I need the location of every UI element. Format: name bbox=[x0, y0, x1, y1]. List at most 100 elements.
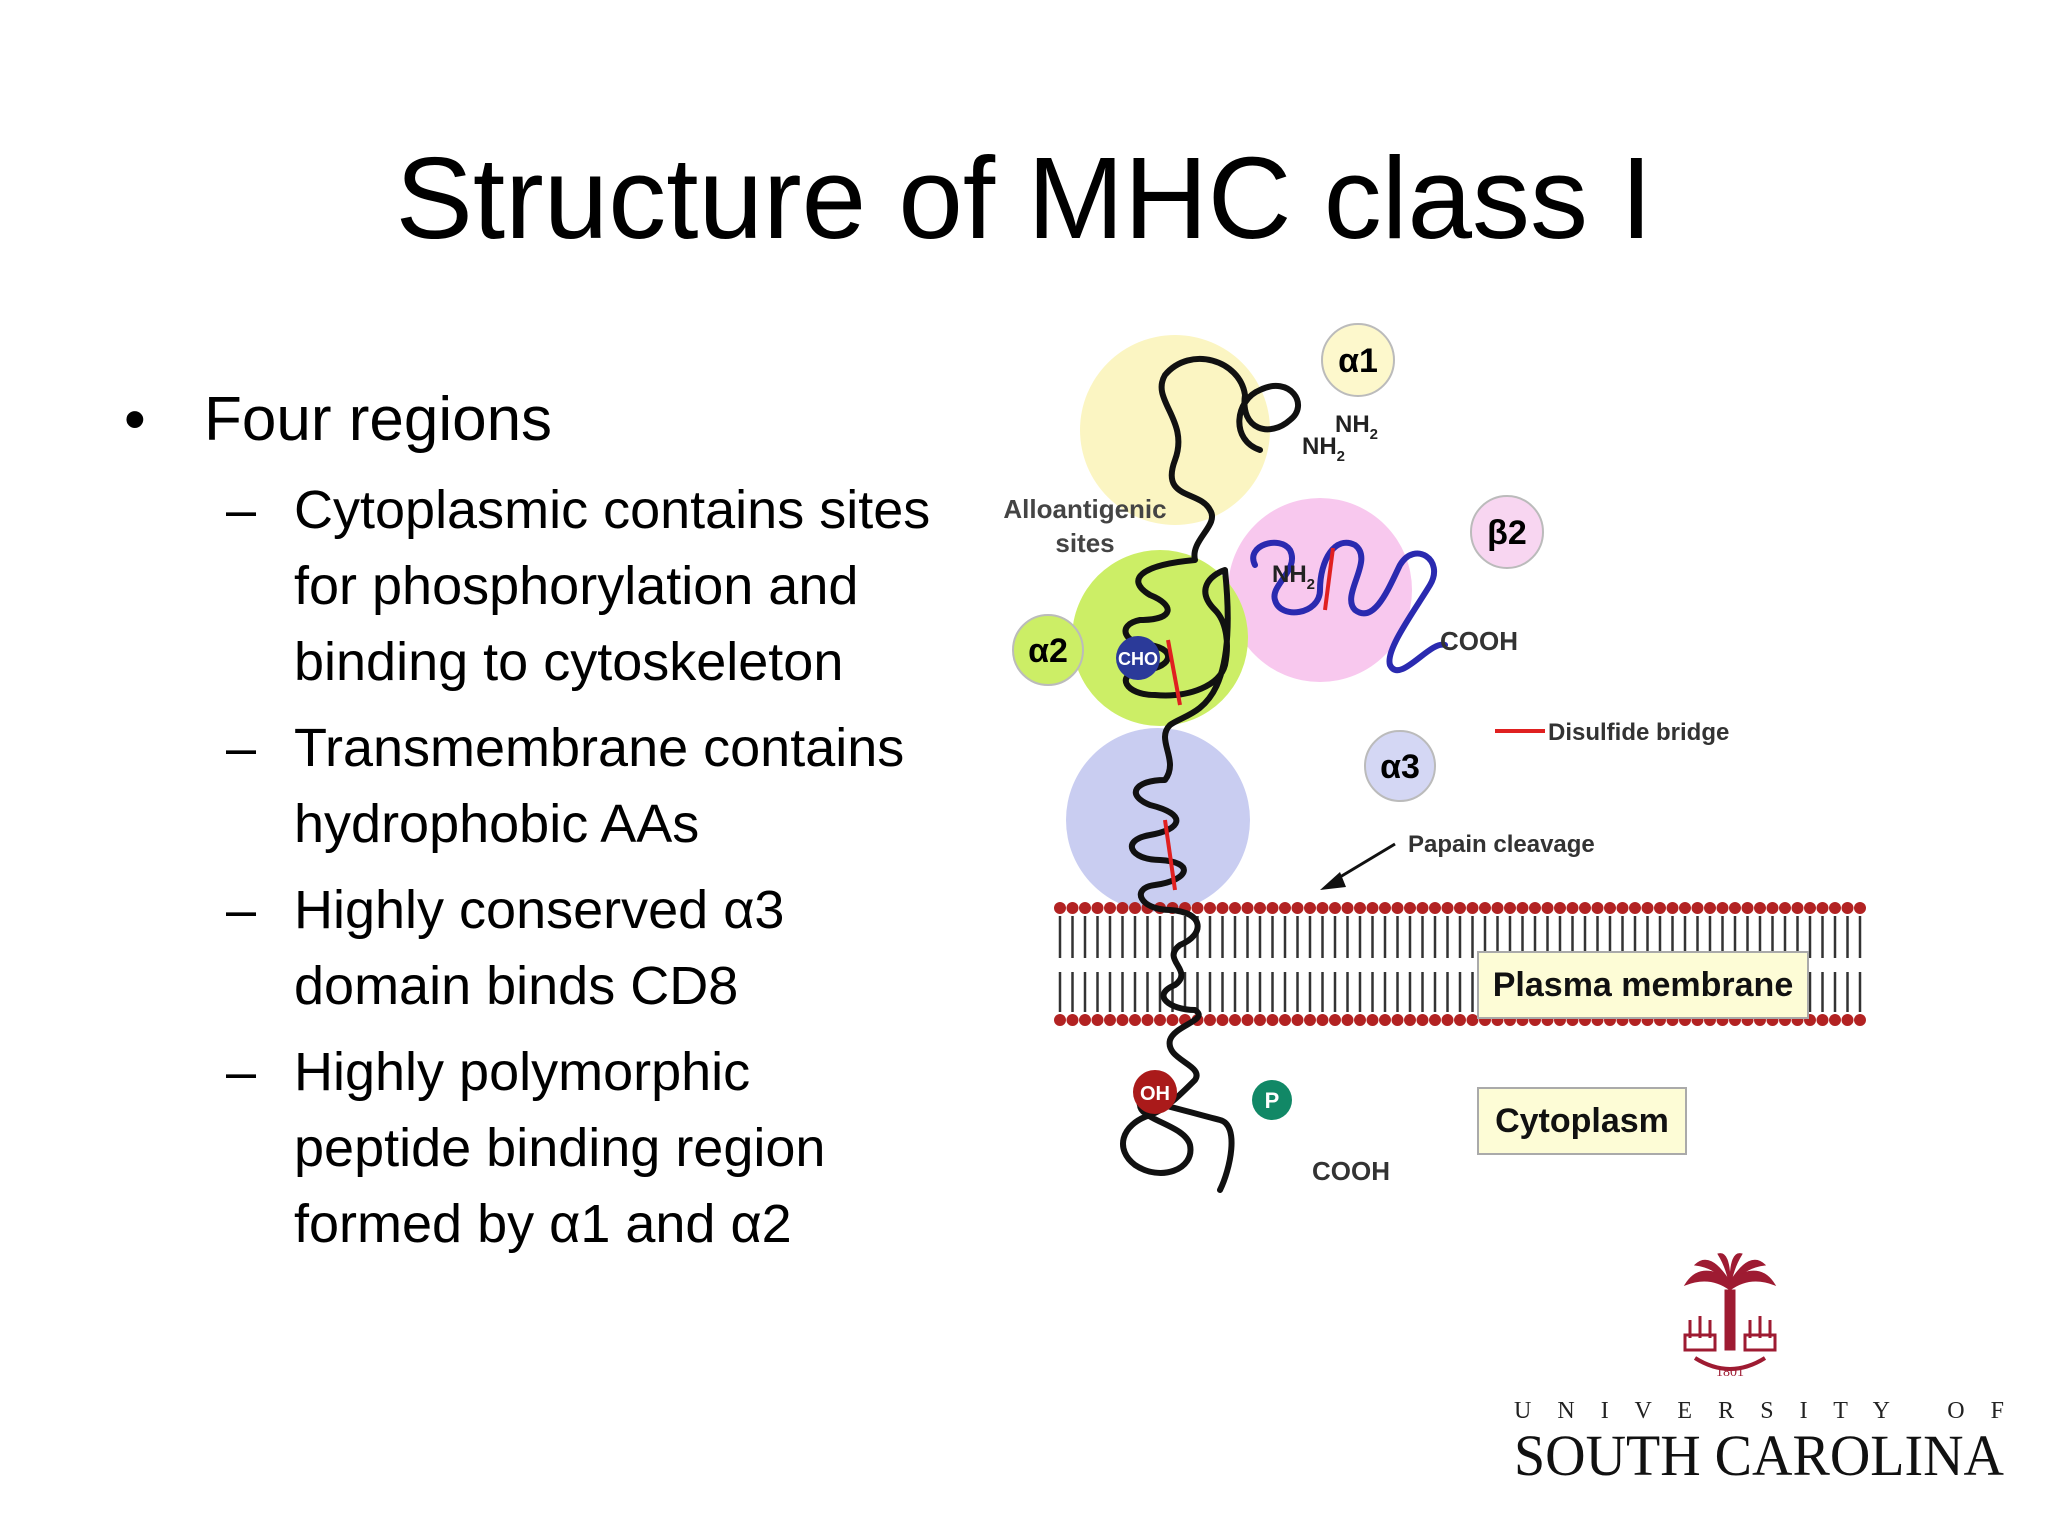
alloantigenic-label-line1: Alloantigenic bbox=[1003, 494, 1166, 524]
lipid-head bbox=[1216, 902, 1229, 914]
lipid-head bbox=[1091, 1014, 1104, 1026]
alpha2-badge bbox=[1012, 614, 1084, 686]
lipid-head bbox=[1541, 902, 1554, 914]
lipid-head bbox=[1116, 902, 1129, 914]
cooh-label-beta2: COOH bbox=[1440, 626, 1518, 656]
lipid-head bbox=[1404, 1014, 1416, 1026]
lipid-head bbox=[1729, 902, 1741, 914]
lipid-head bbox=[1166, 1014, 1179, 1026]
lipid-head bbox=[1766, 902, 1779, 914]
papain-arrow-head bbox=[1320, 872, 1346, 890]
lipid-head bbox=[1391, 1014, 1404, 1026]
lipid-head bbox=[1491, 902, 1504, 914]
lipid-head bbox=[1191, 902, 1204, 914]
alpha1-badge bbox=[1321, 323, 1395, 397]
lipid-head bbox=[1791, 902, 1804, 914]
lipid-head bbox=[1116, 1014, 1129, 1026]
lipid-head bbox=[1841, 1014, 1854, 1026]
sub-bullet-polymorphic: – Highly polymorphic peptide binding reg… bbox=[120, 1034, 1000, 1262]
slide-title: Structure of MHC class I bbox=[395, 133, 1653, 263]
lipid-head bbox=[1416, 1014, 1429, 1026]
lipid-head bbox=[1704, 902, 1716, 914]
lipid-head bbox=[1204, 902, 1216, 914]
bullet-text: Four regions bbox=[204, 385, 553, 454]
lipid-head bbox=[1254, 1014, 1266, 1026]
university-of-text: U N I V E R S I T Y O F bbox=[1514, 1398, 2004, 1424]
disulfide-legend-label: Disulfide bridge bbox=[1548, 719, 1729, 746]
lipid-head bbox=[1279, 1014, 1291, 1026]
lipid-head bbox=[1216, 1014, 1229, 1026]
lipid-head bbox=[1204, 1014, 1216, 1026]
seal-year: 1801 bbox=[1716, 1365, 1744, 1380]
lipid-head bbox=[1254, 902, 1266, 914]
sub-bullet-line: Highly conserved α3 bbox=[294, 880, 785, 940]
lipid-head bbox=[1266, 902, 1279, 914]
disulfide-bridges bbox=[1163, 547, 1335, 891]
nh2-label-b: NH2 bbox=[1302, 433, 1345, 465]
lipid-head bbox=[1291, 1014, 1304, 1026]
lipid-head bbox=[1066, 1014, 1079, 1026]
sub-bullet-line: Highly polymorphic bbox=[294, 1042, 751, 1102]
plasma-membrane-label: Plasma membrane bbox=[1493, 966, 1794, 1004]
lipid-head bbox=[1454, 1014, 1466, 1026]
p-bead bbox=[1252, 1080, 1292, 1120]
lipid-head bbox=[1554, 902, 1566, 914]
cytoplasm-label: Cytoplasm bbox=[1495, 1102, 1669, 1140]
lipid-head bbox=[1629, 902, 1641, 914]
lipid-head bbox=[1316, 902, 1329, 914]
lipid-head bbox=[1304, 1014, 1316, 1026]
oh-label: OH bbox=[1140, 1083, 1170, 1105]
lipid-head bbox=[1829, 902, 1841, 914]
mhc-class-i-diagram: CHO OH P α1 β2 α2 α3 Alloantigenic sites… bbox=[1003, 323, 1866, 1193]
sub-bullet-line: Cytoplasmic contains sites bbox=[294, 480, 931, 540]
lipid-head bbox=[1454, 902, 1466, 914]
lipid-head bbox=[1691, 902, 1704, 914]
p-label: P bbox=[1265, 1088, 1280, 1113]
nh2-label-c: NH2 bbox=[1272, 561, 1315, 593]
sub-bullet-cytoplasmic: – Cytoplasmic contains sites for phospho… bbox=[120, 472, 1000, 700]
lipid-head bbox=[1516, 902, 1529, 914]
sub-bullet-line: binding to cytoskeleton bbox=[294, 632, 844, 692]
lipid-head bbox=[1329, 1014, 1341, 1026]
beta2-badge bbox=[1470, 495, 1544, 569]
lipid-head bbox=[1141, 1014, 1154, 1026]
sub-bullet-line: formed by α1 and α2 bbox=[294, 1194, 792, 1254]
lipid-head bbox=[1754, 902, 1766, 914]
sub-bullet-line: hydrophobic AAs bbox=[294, 794, 700, 854]
lipid-head bbox=[1129, 902, 1141, 914]
lipid-head bbox=[1591, 902, 1604, 914]
alpha3-label: α3 bbox=[1380, 748, 1420, 786]
lipid-head bbox=[1404, 902, 1416, 914]
lipid-head bbox=[1304, 902, 1316, 914]
lipid-head bbox=[1441, 902, 1454, 914]
alpha1-label: α1 bbox=[1338, 342, 1378, 380]
lipid-head bbox=[1316, 1014, 1329, 1026]
lipid-head bbox=[1291, 902, 1304, 914]
lipid-head bbox=[1241, 1014, 1254, 1026]
lipid-head bbox=[1566, 902, 1579, 914]
lipid-head bbox=[1366, 902, 1379, 914]
lipid-head bbox=[1229, 902, 1241, 914]
lipid-head bbox=[1354, 1014, 1366, 1026]
cytoplasm-box bbox=[1477, 1087, 1687, 1155]
lipid-head bbox=[1429, 902, 1441, 914]
lipid-head bbox=[1366, 1014, 1379, 1026]
sub-bullet-line: domain binds CD8 bbox=[294, 956, 739, 1016]
lipid-head bbox=[1379, 902, 1391, 914]
sub-bullet-line: Transmembrane contains bbox=[294, 718, 905, 778]
papain-cleavage-label: Papain cleavage bbox=[1408, 831, 1595, 858]
lipid-head bbox=[1416, 902, 1429, 914]
nh2-label-a: NH2 bbox=[1335, 411, 1378, 443]
lipid-head bbox=[1716, 902, 1729, 914]
lipid-head bbox=[1829, 1014, 1841, 1026]
lipid-head bbox=[1054, 1014, 1066, 1026]
palmetto-seal bbox=[1683, 1253, 1777, 1371]
sub-bullet-alpha3: – Highly conserved α3 domain binds CD8 bbox=[120, 872, 1000, 1024]
bullet-four-regions: • Four regions bbox=[120, 382, 1000, 458]
dash-mark: – bbox=[226, 880, 257, 940]
lipid-head bbox=[1104, 902, 1116, 914]
cooh-label-cytoplasmic: COOH bbox=[1312, 1156, 1390, 1186]
plasma-membrane bbox=[1054, 902, 1866, 1026]
dash-mark: – bbox=[226, 1042, 257, 1102]
lipid-head bbox=[1079, 902, 1091, 914]
